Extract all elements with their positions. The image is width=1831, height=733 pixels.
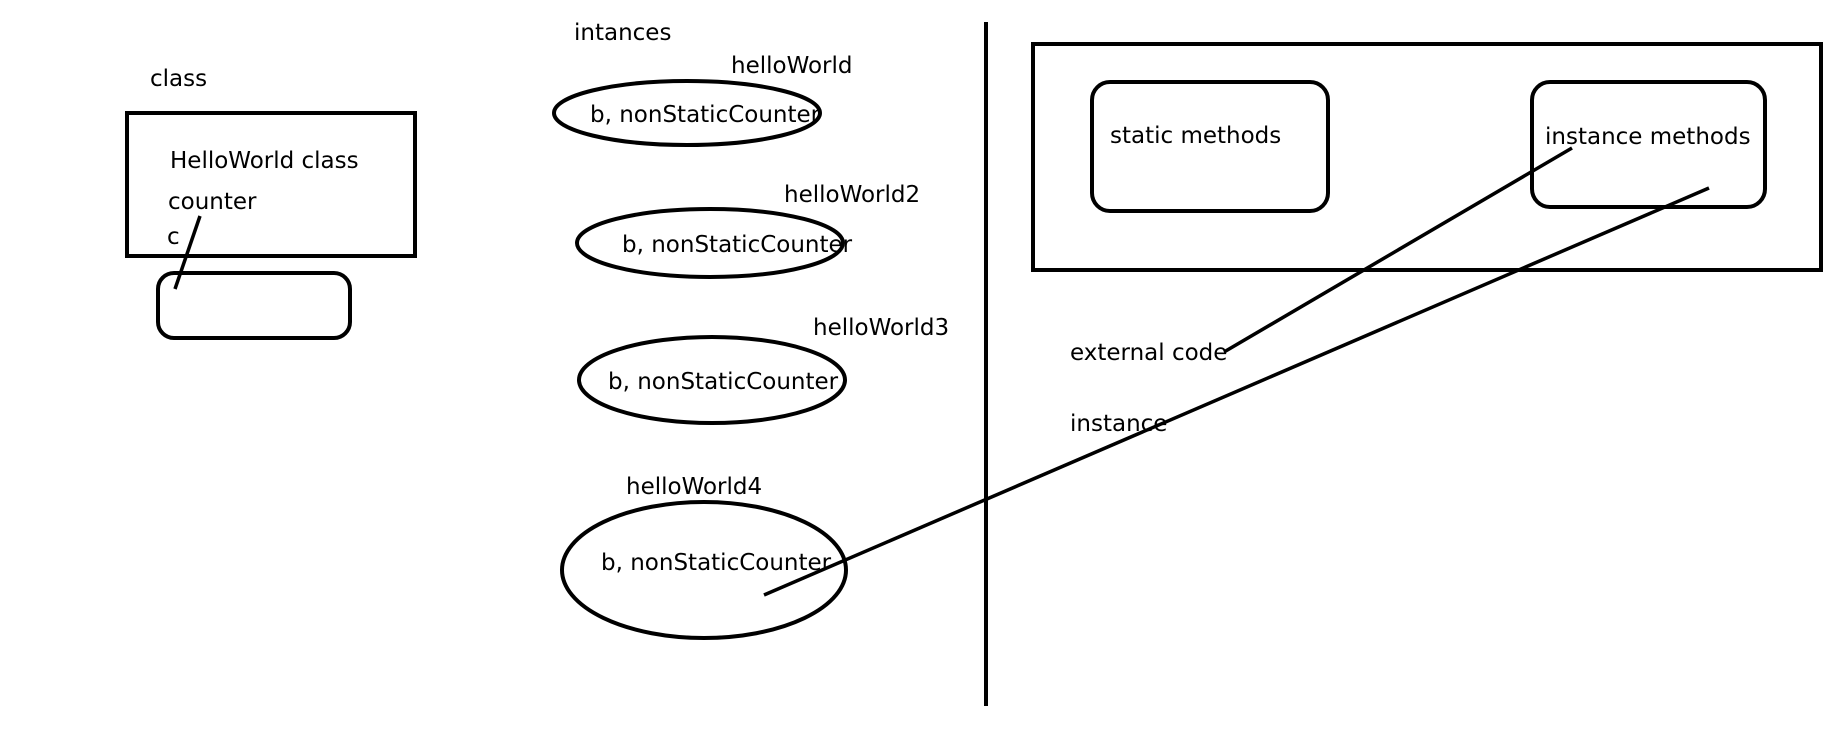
- instance-ellipse-4: [560, 500, 848, 640]
- instance-methods-label: instance methods: [1545, 124, 1751, 150]
- instance-methods-box: [1530, 80, 1767, 209]
- methods-container-box: [1031, 42, 1823, 272]
- instance-name-3: helloWorld3: [813, 315, 949, 341]
- instance4-to-instance-methods-line: [763, 186, 1710, 597]
- instances-heading: intances: [574, 20, 671, 46]
- instance-fields-2: b, nonStaticCounter: [622, 232, 853, 258]
- instance-ellipse-1: [552, 79, 822, 147]
- counter-storage-box: [156, 271, 352, 340]
- instance-fields-1: b, nonStaticCounter: [590, 102, 821, 128]
- instance-ellipse-2: [575, 207, 845, 279]
- static-methods-label: static methods: [1110, 123, 1281, 149]
- helloworld-class-box: [125, 111, 417, 258]
- instance-fields-3: b, nonStaticCounter: [608, 369, 839, 395]
- class-box-title: HelloWorld class: [170, 148, 359, 174]
- static-methods-box: [1090, 80, 1330, 213]
- instance-caller-label: instance: [1070, 411, 1167, 437]
- external-code-to-instance-methods-line: [1223, 146, 1573, 354]
- external-code-label: external code: [1070, 340, 1227, 366]
- counter-connector-line: [173, 215, 202, 290]
- class-heading: class: [150, 66, 207, 92]
- class-field-counter: counter: [168, 189, 257, 215]
- instance-fields-4: b, nonStaticCounter: [601, 550, 832, 576]
- class-field-c: c: [167, 224, 180, 250]
- instance-name-4: helloWorld4: [626, 474, 762, 500]
- instance-name-1: helloWorld: [731, 53, 853, 79]
- instance-ellipse-3: [577, 335, 847, 425]
- instance-name-2: helloWorld2: [784, 182, 920, 208]
